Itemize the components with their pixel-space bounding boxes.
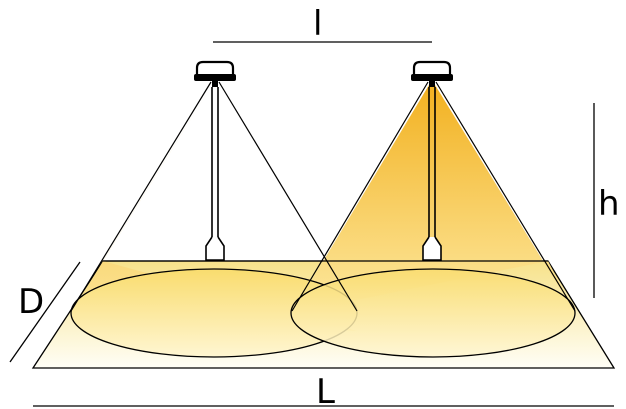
- depth-dimension-line: [9, 261, 81, 363]
- depth-label: D: [18, 282, 44, 322]
- light-fixture-left: [194, 60, 236, 261]
- cone-edges: [70, 81, 576, 312]
- spacing-label: l: [313, 4, 322, 44]
- pendant-light-icon: [411, 60, 453, 261]
- length-label: L: [316, 372, 335, 409]
- pendant-light-icon: [194, 60, 236, 261]
- light-cone-right: [292, 80, 575, 313]
- light-fixture-right: [411, 60, 453, 261]
- height-label: h: [598, 184, 620, 224]
- light-pool-right: [290, 268, 576, 358]
